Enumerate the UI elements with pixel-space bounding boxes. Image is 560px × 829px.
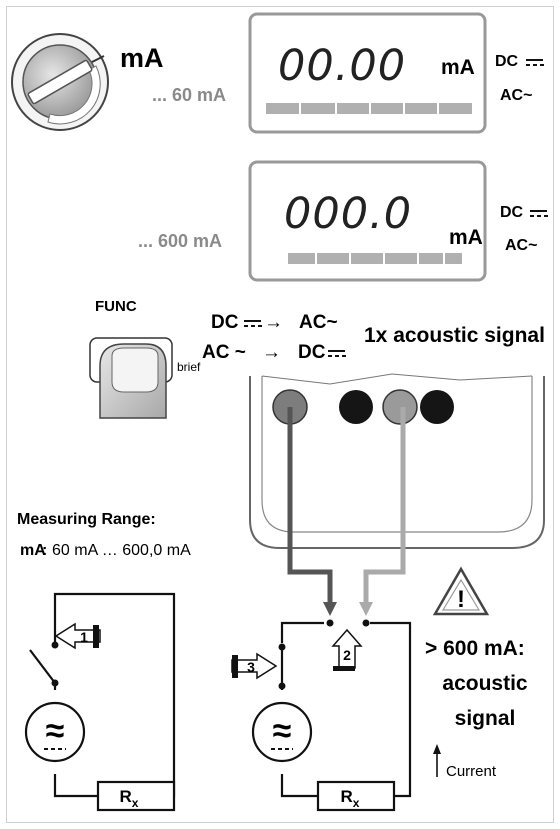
- measuring-range-value: 60 mA … 600,0 mA: [52, 542, 191, 559]
- circuit-left: ≈ Rx 1: [24, 592, 176, 812]
- probe-contact: [362, 619, 370, 627]
- bargraph-bar: [288, 253, 462, 264]
- lcd-unit: mA: [441, 56, 475, 79]
- resistor-rx: [316, 780, 396, 812]
- rotary-switch[interactable]: [11, 33, 109, 131]
- mode-ac-label: AC~: [500, 87, 532, 104]
- circuit-wire: [280, 621, 412, 798]
- dc-symbol-icon: [526, 59, 544, 66]
- source-symbol: ≈: [46, 712, 65, 750]
- ac-source-icon: [24, 701, 86, 763]
- toggle-to-ac: AC~: [299, 312, 338, 333]
- display-60ma: 00.00 mA: [248, 12, 487, 134]
- dc-symbol-icon: [328, 350, 346, 357]
- step-arrow-tail: [93, 625, 99, 648]
- current-label: Current: [446, 763, 497, 780]
- meter-cut-edge: [261, 373, 533, 385]
- lcd-frame: [248, 160, 487, 282]
- switch-pointer-arc: [47, 65, 101, 125]
- bargraph: [288, 249, 462, 268]
- switch-handle: [27, 59, 93, 105]
- warning-inner: [441, 578, 481, 611]
- mode-dc-label: DC: [500, 204, 524, 221]
- dc-symbol-icon: [530, 210, 548, 217]
- step-arrow-left: [54, 622, 101, 650]
- toggle-from-dc: DC: [211, 312, 239, 333]
- toggle-from-ac: AC ~: [202, 342, 246, 363]
- dc-symbol-icon: [244, 320, 262, 327]
- bargraph: [266, 99, 472, 118]
- jack-black[interactable]: [420, 390, 454, 424]
- range-label-60: ... 60 mA: [152, 85, 226, 105]
- switch-contact: [278, 682, 286, 690]
- arrow-right-icon: →: [264, 312, 283, 333]
- test-lead-dark: [287, 407, 333, 604]
- mode-ac-label: AC~: [505, 237, 537, 254]
- measuring-range-key: mA: [20, 542, 46, 559]
- switch-contact: [51, 679, 59, 687]
- range-label-600: ... 600 mA: [138, 231, 222, 251]
- circuit-wire: [53, 592, 176, 798]
- toggle-to-dc: DC: [298, 342, 326, 363]
- acoustic-signal-label: 1x acoustic signal: [364, 324, 545, 347]
- lead-arrow-dark: [323, 602, 337, 616]
- colon: :: [42, 542, 47, 559]
- step-number: 1: [80, 629, 88, 645]
- step-arrow-tail: [333, 666, 355, 671]
- test-lead-light: [363, 407, 406, 604]
- fingernail: [111, 347, 159, 393]
- exclamation-glyph: !: [457, 586, 465, 613]
- warning-line2: acoustic: [442, 672, 528, 695]
- resistor-rx: [96, 780, 176, 812]
- figure-frame: [6, 6, 554, 823]
- switch-contact: [51, 641, 59, 649]
- display-600ma: 000.0 mA: [248, 160, 487, 282]
- ac-source-icon: [251, 701, 313, 763]
- measuring-range-title: Measuring Range:: [17, 511, 156, 528]
- resistor-label: Rx: [120, 787, 139, 810]
- switch-contact: [278, 643, 286, 651]
- press-duration-label: brief: [177, 360, 201, 374]
- switch-label: mA: [120, 43, 164, 73]
- func-label: FUNC: [95, 298, 137, 315]
- jack-com[interactable]: [382, 389, 418, 425]
- lcd-reading: 000.0: [284, 189, 412, 239]
- source-symbol: ≈: [273, 712, 292, 750]
- warning-triangle-icon: !: [432, 566, 490, 616]
- lcd-frame: [248, 12, 487, 134]
- lcd-reading: 00.00: [278, 41, 406, 91]
- probe-contact: [326, 619, 334, 627]
- meter-body: [249, 373, 545, 549]
- step-number: 2: [343, 647, 351, 663]
- step-number: 3: [247, 659, 255, 675]
- resistor-label: Rx: [341, 787, 360, 810]
- open-switch: [29, 649, 56, 684]
- warning-line3: signal: [455, 707, 516, 730]
- circuit-right: ≈ Rx 2 3 Current: [231, 619, 497, 812]
- meter-inner-outline: [261, 376, 533, 533]
- lead-arrow-light: [359, 602, 373, 616]
- mode-dc-label: DC: [495, 53, 519, 70]
- circuit-wire: [280, 621, 324, 643]
- arrow-right-icon: →: [262, 342, 281, 363]
- step-arrow-tail: [232, 655, 238, 678]
- lcd-unit: mA: [449, 226, 483, 249]
- warning-line1: > 600 mA:: [425, 637, 525, 660]
- func-button[interactable]: [89, 337, 173, 419]
- current-arrowhead: [433, 744, 441, 754]
- jack-black[interactable]: [339, 390, 373, 424]
- meter-outer-outline: [249, 376, 545, 549]
- switch-indicator-line: [91, 55, 105, 63]
